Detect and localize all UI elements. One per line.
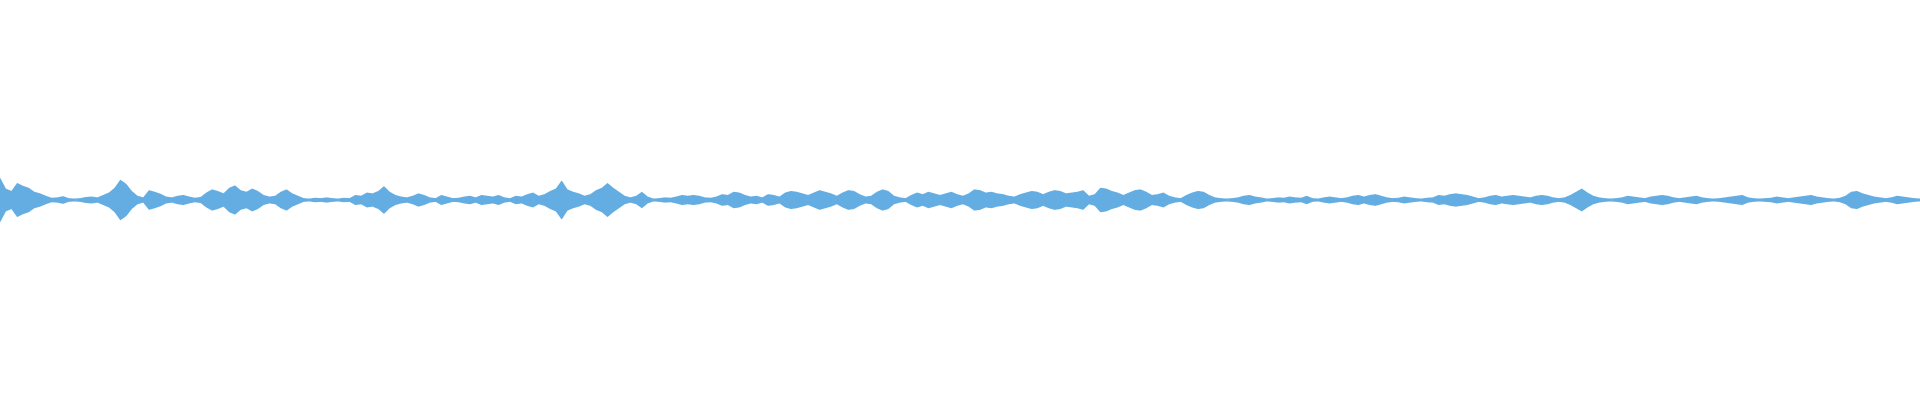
waveform-envelope [0,177,1920,223]
